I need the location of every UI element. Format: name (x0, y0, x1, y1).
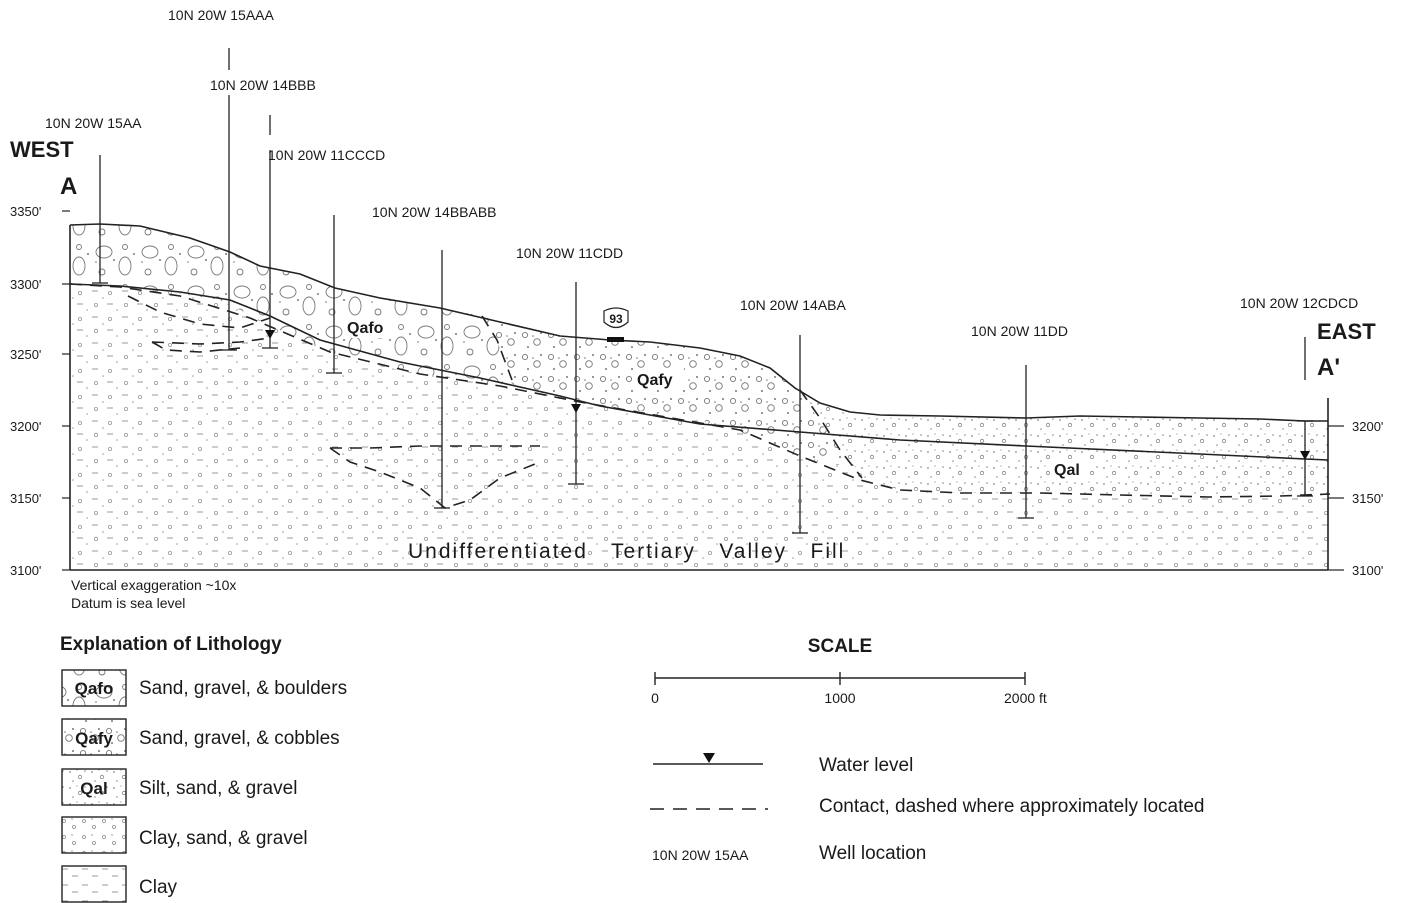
water-level-marker (571, 404, 581, 413)
unit-labels: Qafo Qafy Qal Undifferentiated Tertiary … (344, 316, 1090, 563)
east-section-letter: A' (1317, 354, 1340, 381)
legend-well-location-label: Well location (819, 843, 926, 864)
well-14aba[interactable] (792, 335, 808, 534)
well-14bbabb[interactable] (434, 250, 450, 509)
well-label: 10N 20W 11CCCD (268, 147, 385, 163)
well-15aaa[interactable] (221, 48, 237, 351)
elevation-tick-label: 3100' (1352, 563, 1383, 578)
elevation-tick-label: 3150' (10, 491, 41, 506)
symbol-legend: Water level Contact, dashed where approx… (650, 753, 1205, 864)
legend-description: Sand, gravel, & cobbles (139, 728, 340, 749)
elevation-tick-label: 3350' (10, 204, 41, 219)
water-table-line (69, 283, 1329, 461)
highway-93-shield: 93 (603, 307, 629, 342)
legend-water-level: Water level (653, 753, 913, 776)
vertical-exaggeration-note: Vertical exaggeration ~10x (71, 577, 236, 593)
well-11cccd[interactable] (326, 215, 342, 374)
unit-label-qafy: Qafy (637, 372, 673, 389)
water-level-triangle-icon (703, 753, 715, 763)
west-label: WEST (10, 137, 74, 162)
well-label: 10N 20W 14BBABB (372, 204, 497, 220)
legend-code: Qafy (75, 729, 113, 748)
well-15aa[interactable] (92, 155, 108, 284)
elevation-tick-label: 3150' (1352, 491, 1383, 506)
legend-code: Qafo (75, 679, 114, 698)
scale-tick-label: 2000 ft (1004, 690, 1047, 706)
elevation-tick-label: 3200' (1352, 419, 1383, 434)
well-labels: 10N 20W 15AA 10N 20W 15AAA 10N 20W 14BBB… (45, 7, 1358, 339)
scale-tick-label: 1000 (824, 690, 855, 706)
scale-bar: SCALE 0 1000 2000 ft (651, 636, 1047, 706)
elevation-tick-label: 3100' (10, 563, 41, 578)
well-label: 10N 20W 14ABA (740, 297, 846, 313)
elevation-tick-label: 3200' (10, 419, 41, 434)
contact-lines (69, 283, 1331, 509)
unit-label-tertiary: Undifferentiated Tertiary Valley Fill (408, 540, 845, 563)
legend-item-qal: Qal Silt, sand, & gravel (61, 768, 297, 806)
unit-label-qafo: Qafo (347, 320, 384, 337)
water-level-marker (265, 330, 275, 339)
well-label: 10N 20W 11DD (971, 323, 1068, 339)
well-label: 10N 20W 15AAA (168, 7, 274, 23)
well-label: 10N 20W 15AA (45, 115, 142, 131)
well-14bbb[interactable] (262, 115, 278, 349)
water-level-marker (1300, 451, 1310, 460)
legend-item-qafo: Qafo Sand, gravel, & boulders (61, 669, 347, 707)
legend-well-location: 10N 20W 15AA Well location (652, 843, 926, 864)
legend-water-level-label: Water level (819, 755, 913, 776)
east-label: EAST (1317, 319, 1376, 344)
legend-code: Qal (80, 779, 107, 798)
legend-item-qafy: Qafy Sand, gravel, & cobbles (61, 718, 340, 756)
legend-item-clay: Clay (61, 865, 178, 903)
lithology-explanation: Explanation of Lithology Qafo Sand, grav… (60, 634, 347, 903)
legend-well-example: 10N 20W 15AA (652, 847, 749, 863)
highway-shield-number: 93 (609, 312, 623, 326)
qafo-unit-area (70, 224, 512, 384)
legend-description: Sand, gravel, & boulders (139, 678, 347, 699)
cross-section (69, 223, 1331, 571)
explanation-title: Explanation of Lithology (60, 634, 282, 655)
qal-unit-area (795, 388, 1328, 497)
unit-label-qal: Qal (1054, 462, 1080, 479)
legend-item-clay-sand-gravel: Clay, sand, & gravel (61, 816, 308, 854)
well-11cdd[interactable] (568, 282, 584, 485)
west-section-letter: A (60, 173, 77, 200)
datum-note: Datum is sea level (71, 595, 185, 611)
wells (92, 48, 1313, 534)
left-elevation-axis: 3350' 3300' 3250' 3200' 3150' 3100' (10, 204, 70, 578)
well-11dd[interactable] (1018, 365, 1034, 519)
legend-contact-label: Contact, dashed where approximately loca… (819, 796, 1205, 817)
scale-title: SCALE (808, 636, 872, 657)
well-label: 10N 20W 12CDCD (1240, 295, 1358, 311)
elevation-tick-label: 3250' (10, 347, 41, 362)
well-label: 10N 20W 14BBB (210, 77, 316, 93)
legend-description: Silt, sand, & gravel (139, 778, 297, 799)
legend-description: Clay (139, 877, 178, 898)
legend-description: Clay, sand, & gravel (139, 828, 308, 849)
elevation-tick-label: 3300' (10, 277, 41, 292)
scale-tick-label: 0 (651, 690, 659, 706)
legend-contact: Contact, dashed where approximately loca… (650, 796, 1205, 817)
ground-surface-line (69, 223, 1328, 422)
well-water-level-markers (265, 330, 1310, 460)
well-label: 10N 20W 11CDD (516, 245, 623, 261)
right-elevation-axis: 3200' 3150' 3100' (1328, 419, 1383, 578)
